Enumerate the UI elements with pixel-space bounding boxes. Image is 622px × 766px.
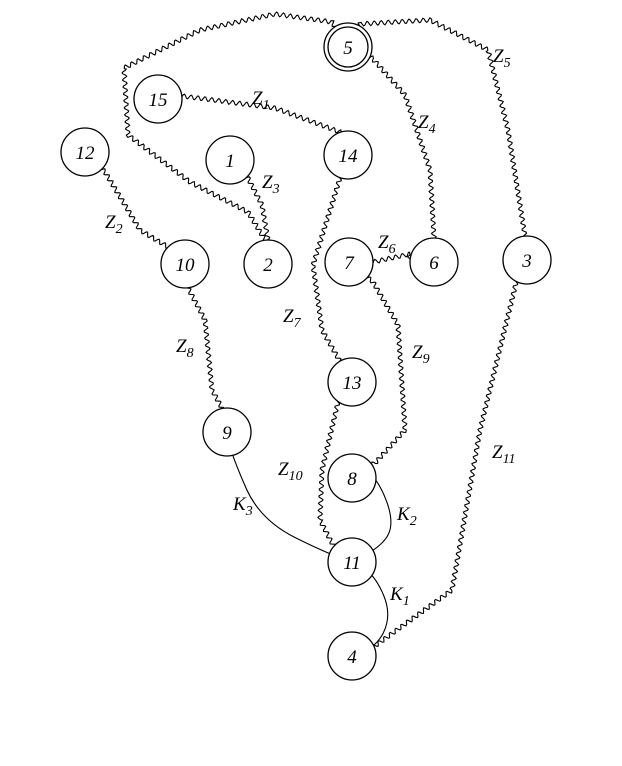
node-label: 10 <box>176 255 196 276</box>
edge-label-z2: Z2 <box>105 212 123 237</box>
node-circle <box>60 127 110 177</box>
edge-label-z7: Z7 <box>283 306 302 331</box>
node-11: 11 <box>327 537 377 587</box>
edge-z9 <box>348 261 408 480</box>
node-label: 8 <box>347 469 357 490</box>
node-label: 15 <box>149 90 168 111</box>
node-circle <box>133 74 183 124</box>
node-14: 14 <box>323 130 373 180</box>
node-circle <box>243 239 293 289</box>
edge-z8 <box>182 263 230 433</box>
node-inner-ring <box>327 26 369 68</box>
node-2: 2 <box>243 239 293 289</box>
edge-label-z3: Z3 <box>262 172 280 197</box>
edge-label-z4: Z4 <box>418 112 436 137</box>
node-10: 10 <box>160 239 210 289</box>
node-circle <box>160 239 210 289</box>
node-label: 9 <box>222 423 232 444</box>
edge-label-k1: K1 <box>389 584 410 609</box>
node-circle <box>409 237 459 287</box>
node-circle <box>327 357 377 407</box>
edge-label-k3: K3 <box>232 494 253 519</box>
node-label: 5 <box>343 38 353 59</box>
edge-label-z10: Z10 <box>278 459 303 484</box>
edge-z1 <box>157 93 350 156</box>
node-circle <box>324 237 374 287</box>
node-label: 7 <box>344 253 355 274</box>
node-1: 1 <box>205 135 255 185</box>
node-3: 3 <box>502 235 552 285</box>
node-circle <box>323 130 373 180</box>
edge-z7 <box>310 154 353 383</box>
edge-z5 <box>347 16 530 261</box>
edge-label-z9: Z9 <box>412 342 430 367</box>
node-circle <box>205 135 255 185</box>
node-12: 12 <box>60 127 110 177</box>
node-13: 13 <box>327 357 377 407</box>
edge-label-z6: Z6 <box>378 232 396 257</box>
node-circle <box>502 235 552 285</box>
node-label: 2 <box>263 255 273 276</box>
node-circle <box>202 407 252 457</box>
edge-z11 <box>352 259 528 658</box>
node-6: 6 <box>409 237 459 287</box>
nodes-layer: 5 15 14 12 1 10 2 7 6 3 13 9 8 11 4 <box>60 22 552 681</box>
node-circle <box>327 537 377 587</box>
node-label: 3 <box>521 251 532 272</box>
node-label: 6 <box>429 253 439 274</box>
edge-label-z8: Z8 <box>176 336 194 361</box>
node-4: 4 <box>327 631 377 681</box>
edge-label-z11: Z11 <box>492 442 516 467</box>
node-8: 8 <box>327 453 377 503</box>
node-label: 14 <box>339 146 359 167</box>
node-label: 4 <box>347 647 357 668</box>
edge-z10 <box>317 381 353 564</box>
edge-z4 <box>347 46 437 263</box>
node-9: 9 <box>202 407 252 457</box>
node-label: 1 <box>225 151 235 172</box>
edge-label-k2: K2 <box>396 504 417 529</box>
node-circle <box>327 453 377 503</box>
edge-label-z5: Z5 <box>493 46 511 71</box>
node-5: 5 <box>323 22 373 72</box>
edge-k3 <box>226 431 353 563</box>
node-label: 13 <box>343 373 362 394</box>
node-15: 15 <box>133 74 183 124</box>
node-label: 12 <box>76 143 96 164</box>
edge-label-z1: Z1 <box>252 88 270 113</box>
node-7: 7 <box>324 237 374 287</box>
node-circle <box>327 631 377 681</box>
node-label: 11 <box>343 553 361 574</box>
edge-z5b <box>121 11 350 265</box>
